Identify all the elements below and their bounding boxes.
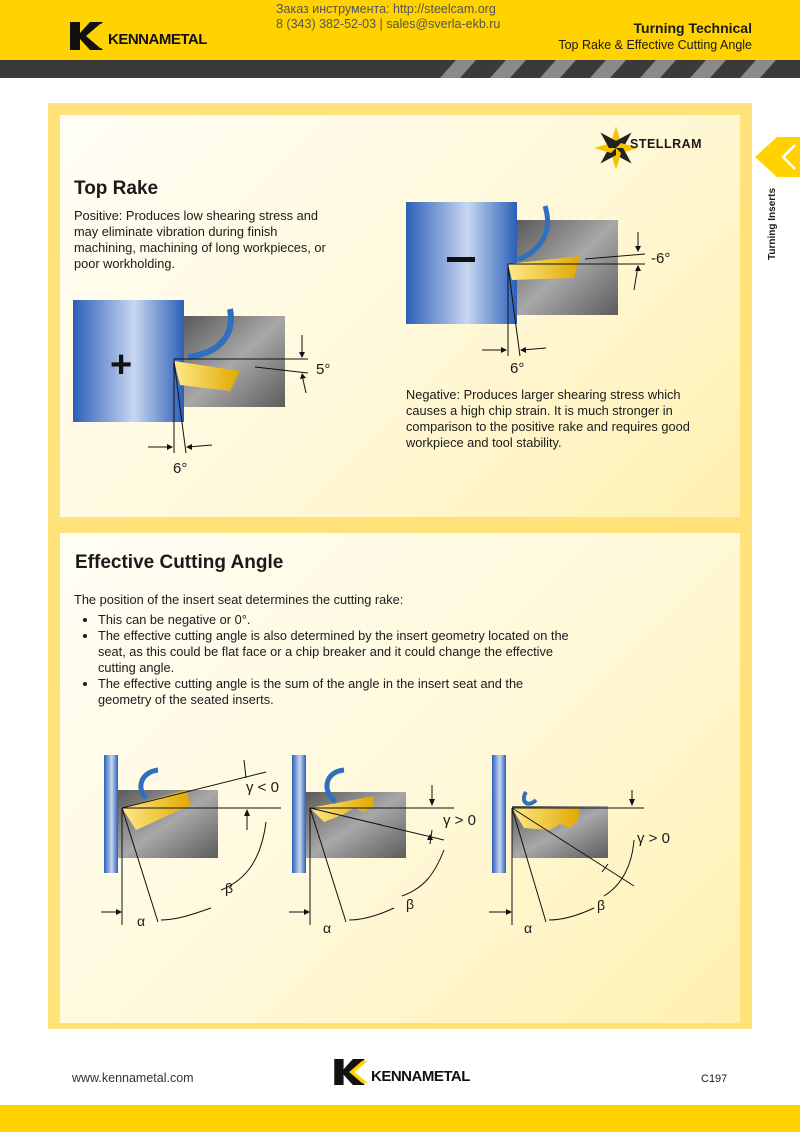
footer-logo	[333, 1059, 369, 1090]
diagram-1-gamma-label: γ < 0	[246, 779, 279, 796]
diagram-1-beta-label: β	[225, 880, 234, 896]
footer-bar	[0, 1105, 800, 1132]
negative-clearance-angle-label: 6°	[510, 360, 525, 377]
bullet-item: The effective cutting angle is also dete…	[98, 628, 578, 676]
positive-rake-angle-label: 5°	[316, 361, 331, 378]
kennametal-logo	[70, 22, 210, 55]
header-stripe	[0, 60, 800, 78]
side-tab-arrow-icon	[755, 137, 800, 177]
bullet-item: The effective cutting angle is the sum o…	[98, 676, 578, 708]
diagram-3-gamma-label: γ > 0	[637, 830, 670, 847]
kennametal-k-icon	[70, 22, 106, 50]
diagram-2-beta-label: β	[406, 896, 415, 912]
footer-kennametal-k-icon	[334, 1059, 368, 1085]
header-brand: KENNAMETAL	[108, 31, 207, 48]
footer-url[interactable]: www.kennametal.com	[72, 1071, 194, 1085]
stripe-pattern	[0, 60, 800, 78]
side-tab[interactable]	[755, 137, 800, 177]
stellram-wordmark: STELLRAM	[630, 137, 703, 151]
positive-rake-text: Positive: Produces low shearing stress a…	[74, 208, 326, 271]
effective-angle-heading: Effective Cutting Angle	[75, 552, 284, 573]
contact-line-2: 8 (343) 382-52-03 | sales@sverla-ekb.ru	[276, 17, 501, 31]
stellram-logo	[592, 124, 642, 177]
negative-rake-text: Negative: Produces larger shearing stres…	[406, 387, 690, 450]
diagram-3-alpha-label: α	[524, 920, 533, 936]
effective-diagram-1	[96, 750, 296, 945]
effective-diagram-2	[284, 750, 484, 945]
header-bar	[0, 0, 800, 60]
diagram-3-beta-label: β	[597, 897, 606, 913]
positive-clearance-angle-label: 6°	[173, 460, 188, 477]
top-rake-heading: Top Rake	[74, 178, 159, 199]
positive-rake-diagram: +	[70, 295, 350, 485]
footer-brand: KENNAMETAL	[371, 1068, 470, 1085]
diagram-2-alpha-label: α	[323, 920, 332, 936]
diagram-1-alpha-label: α	[137, 913, 146, 929]
side-tab-label: Turning Inserts	[767, 187, 778, 260]
header-title: Turning Technical	[633, 20, 753, 36]
effective-angle-intro: The position of the insert seat determin…	[74, 592, 404, 607]
svg-text:+: +	[110, 344, 132, 386]
negative-rake-angle-label: -6°	[651, 250, 671, 267]
negative-rake-diagram	[400, 198, 680, 368]
stellram-star-icon	[594, 126, 638, 170]
header-subtitle: Top Rake & Effective Cutting Angle	[558, 38, 752, 52]
effective-diagram-3	[484, 750, 684, 945]
contact-line-1: Заказ инструмента: http://steelcam.org	[276, 2, 496, 16]
diagram-2-gamma-label: γ > 0	[443, 812, 476, 829]
effective-angle-bullets: This can be negative or 0°. The effectiv…	[74, 612, 578, 708]
bullet-item: This can be negative or 0°.	[98, 612, 578, 628]
minus-sign-icon	[447, 257, 475, 262]
page-number: C197	[701, 1073, 728, 1085]
effective-angle-section	[60, 533, 740, 1023]
